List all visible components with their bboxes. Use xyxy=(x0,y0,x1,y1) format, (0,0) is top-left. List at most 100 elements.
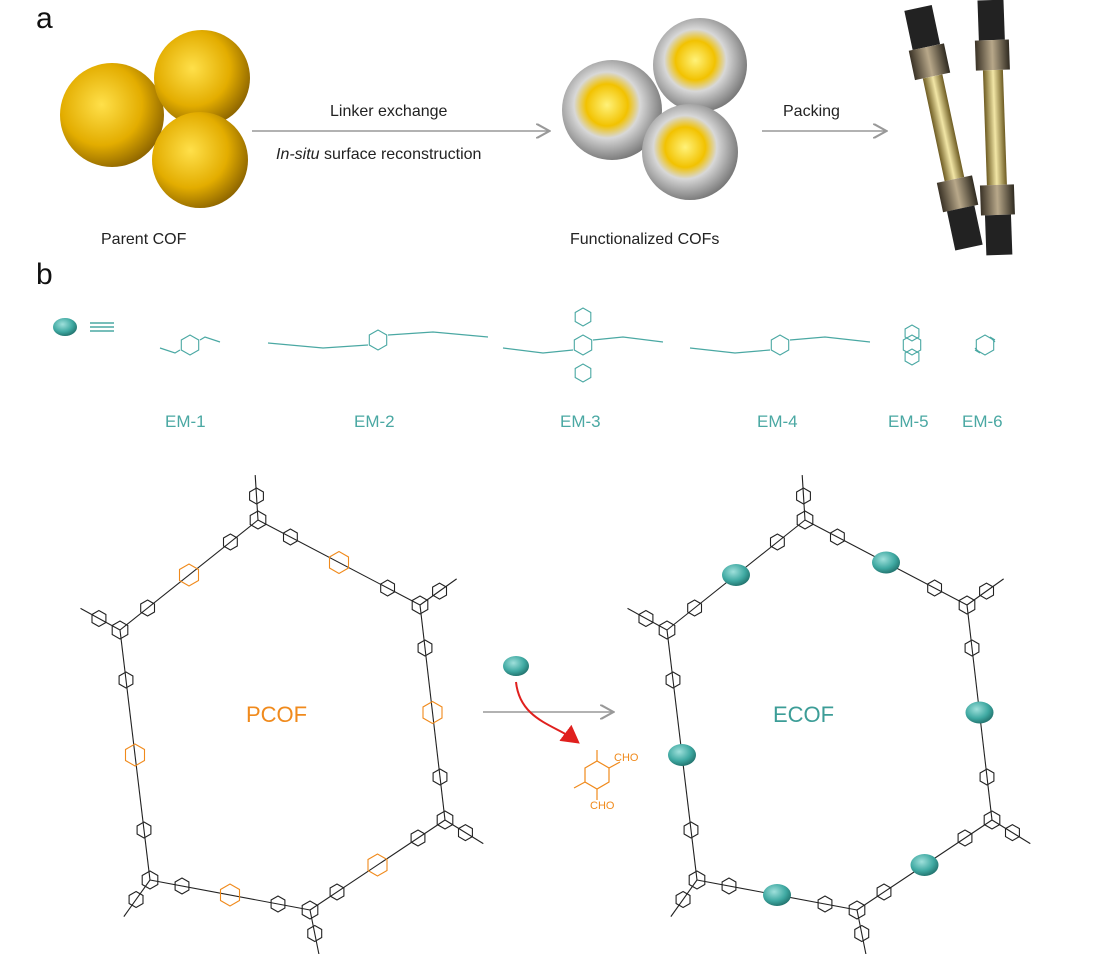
em-5-structure xyxy=(902,324,922,366)
em-5-label: EM-5 xyxy=(888,412,929,431)
edge-monomer-structures xyxy=(159,307,996,383)
benzene-ring xyxy=(817,895,833,913)
benzene-ring xyxy=(141,870,159,890)
benzene-ring xyxy=(457,823,473,842)
imine-edge xyxy=(119,629,151,881)
packing-label: Packing xyxy=(783,103,840,120)
benzene-ring xyxy=(367,853,388,877)
benzene-ring xyxy=(964,639,980,657)
functionalized-cofs-label: Functionalized COFs xyxy=(570,231,720,248)
em-2-structure xyxy=(267,329,489,351)
benzene-ring xyxy=(219,883,241,907)
benzene-ring xyxy=(270,895,286,913)
side-chain xyxy=(199,336,221,343)
benzene-ring xyxy=(174,877,190,895)
benzene-ring xyxy=(574,363,592,383)
benzene-ring xyxy=(222,533,238,551)
em-4-label: EM-4 xyxy=(757,412,798,431)
edge-monomer xyxy=(910,854,939,876)
functionalized-cof-spheres xyxy=(562,18,747,200)
side-chain xyxy=(592,336,664,343)
panel-b-label: b xyxy=(36,258,53,291)
em-3-structure xyxy=(502,307,664,383)
ecof-label: ECOF xyxy=(773,702,835,727)
release-arrow xyxy=(515,681,580,744)
benzene-ring xyxy=(249,510,267,530)
benzene-ring xyxy=(902,334,922,356)
side-chain xyxy=(689,347,771,354)
benzene-ring xyxy=(688,870,706,890)
benzene-ring xyxy=(979,768,995,786)
terminal-arm xyxy=(801,475,806,521)
imine-edge xyxy=(309,819,446,911)
benzene-ring xyxy=(769,533,785,551)
released-cho-bottom: CHO xyxy=(590,800,615,812)
benzene-ring xyxy=(124,743,146,767)
benzene-ring xyxy=(422,700,443,725)
terminal-arm xyxy=(419,578,457,606)
parent-cof-spheres xyxy=(60,30,250,208)
benzene-ring xyxy=(957,829,973,847)
released-cho-top: CHO xyxy=(614,752,639,764)
terminal-arm xyxy=(80,607,121,631)
panel-a-label: a xyxy=(36,2,53,35)
em-1-label: EM-1 xyxy=(165,412,206,431)
benzene-ring xyxy=(328,550,350,575)
em-3-label: EM-3 xyxy=(560,412,601,431)
parent-cof-label: Parent COF xyxy=(101,231,187,248)
benzene-ring xyxy=(128,890,144,909)
benzene-ring xyxy=(854,924,870,943)
edge-monomer xyxy=(763,884,791,906)
side-chain xyxy=(159,347,181,354)
benzene-ring xyxy=(721,877,737,895)
side-chain xyxy=(387,331,489,338)
imine-edge xyxy=(257,519,421,606)
benzene-ring xyxy=(417,639,433,657)
benzene-ring xyxy=(432,768,448,786)
benzene-ring xyxy=(573,334,593,356)
benzene-ring xyxy=(307,924,323,943)
em-2-label: EM-2 xyxy=(354,412,395,431)
edge-monomer xyxy=(668,744,696,766)
benzene-ring xyxy=(91,609,107,628)
benzene-ring xyxy=(770,334,790,356)
benzene-ring xyxy=(687,599,703,617)
benzene-ring xyxy=(249,487,264,505)
edge-monomer xyxy=(872,551,900,574)
benzene-ring xyxy=(178,563,200,587)
benzene-ring xyxy=(329,883,345,901)
side-chain xyxy=(974,347,981,354)
benzene-ring xyxy=(1004,823,1020,842)
em-6-structure xyxy=(974,334,996,356)
incoming-edge-monomer xyxy=(503,656,529,676)
benzene-ring xyxy=(958,595,976,615)
ecof-framework xyxy=(627,475,1031,954)
em-1-structure xyxy=(159,334,221,356)
benzene-ring xyxy=(796,510,814,530)
benzene-ring xyxy=(904,324,920,342)
surface-reconstruction-text: surface reconstruction xyxy=(319,146,482,163)
pcof-label: PCOF xyxy=(246,702,308,727)
terminal-arm xyxy=(444,819,484,845)
packed-columns xyxy=(904,0,1015,256)
terminal-arm xyxy=(309,909,320,954)
imine-edge xyxy=(419,604,446,821)
em-6-label: EM-6 xyxy=(962,412,1003,431)
benzene-ring xyxy=(683,821,699,839)
benzene-ring xyxy=(848,900,866,920)
benzene-ring xyxy=(411,595,429,615)
benzene-ring xyxy=(979,582,995,600)
benzene-ring xyxy=(368,329,388,351)
terminal-arm xyxy=(627,607,668,631)
benzene-ring xyxy=(436,810,454,830)
surface-reconstruction-label: In-situ surface reconstruction xyxy=(276,146,481,164)
pcof-framework xyxy=(80,475,484,954)
benzene-ring xyxy=(410,829,426,847)
edge-monomer xyxy=(965,701,994,724)
benzene-ring xyxy=(282,528,298,546)
terminal-arm xyxy=(856,909,867,954)
linker-exchange-label: Linker exchange xyxy=(330,103,448,120)
benzene-ring xyxy=(638,609,654,628)
